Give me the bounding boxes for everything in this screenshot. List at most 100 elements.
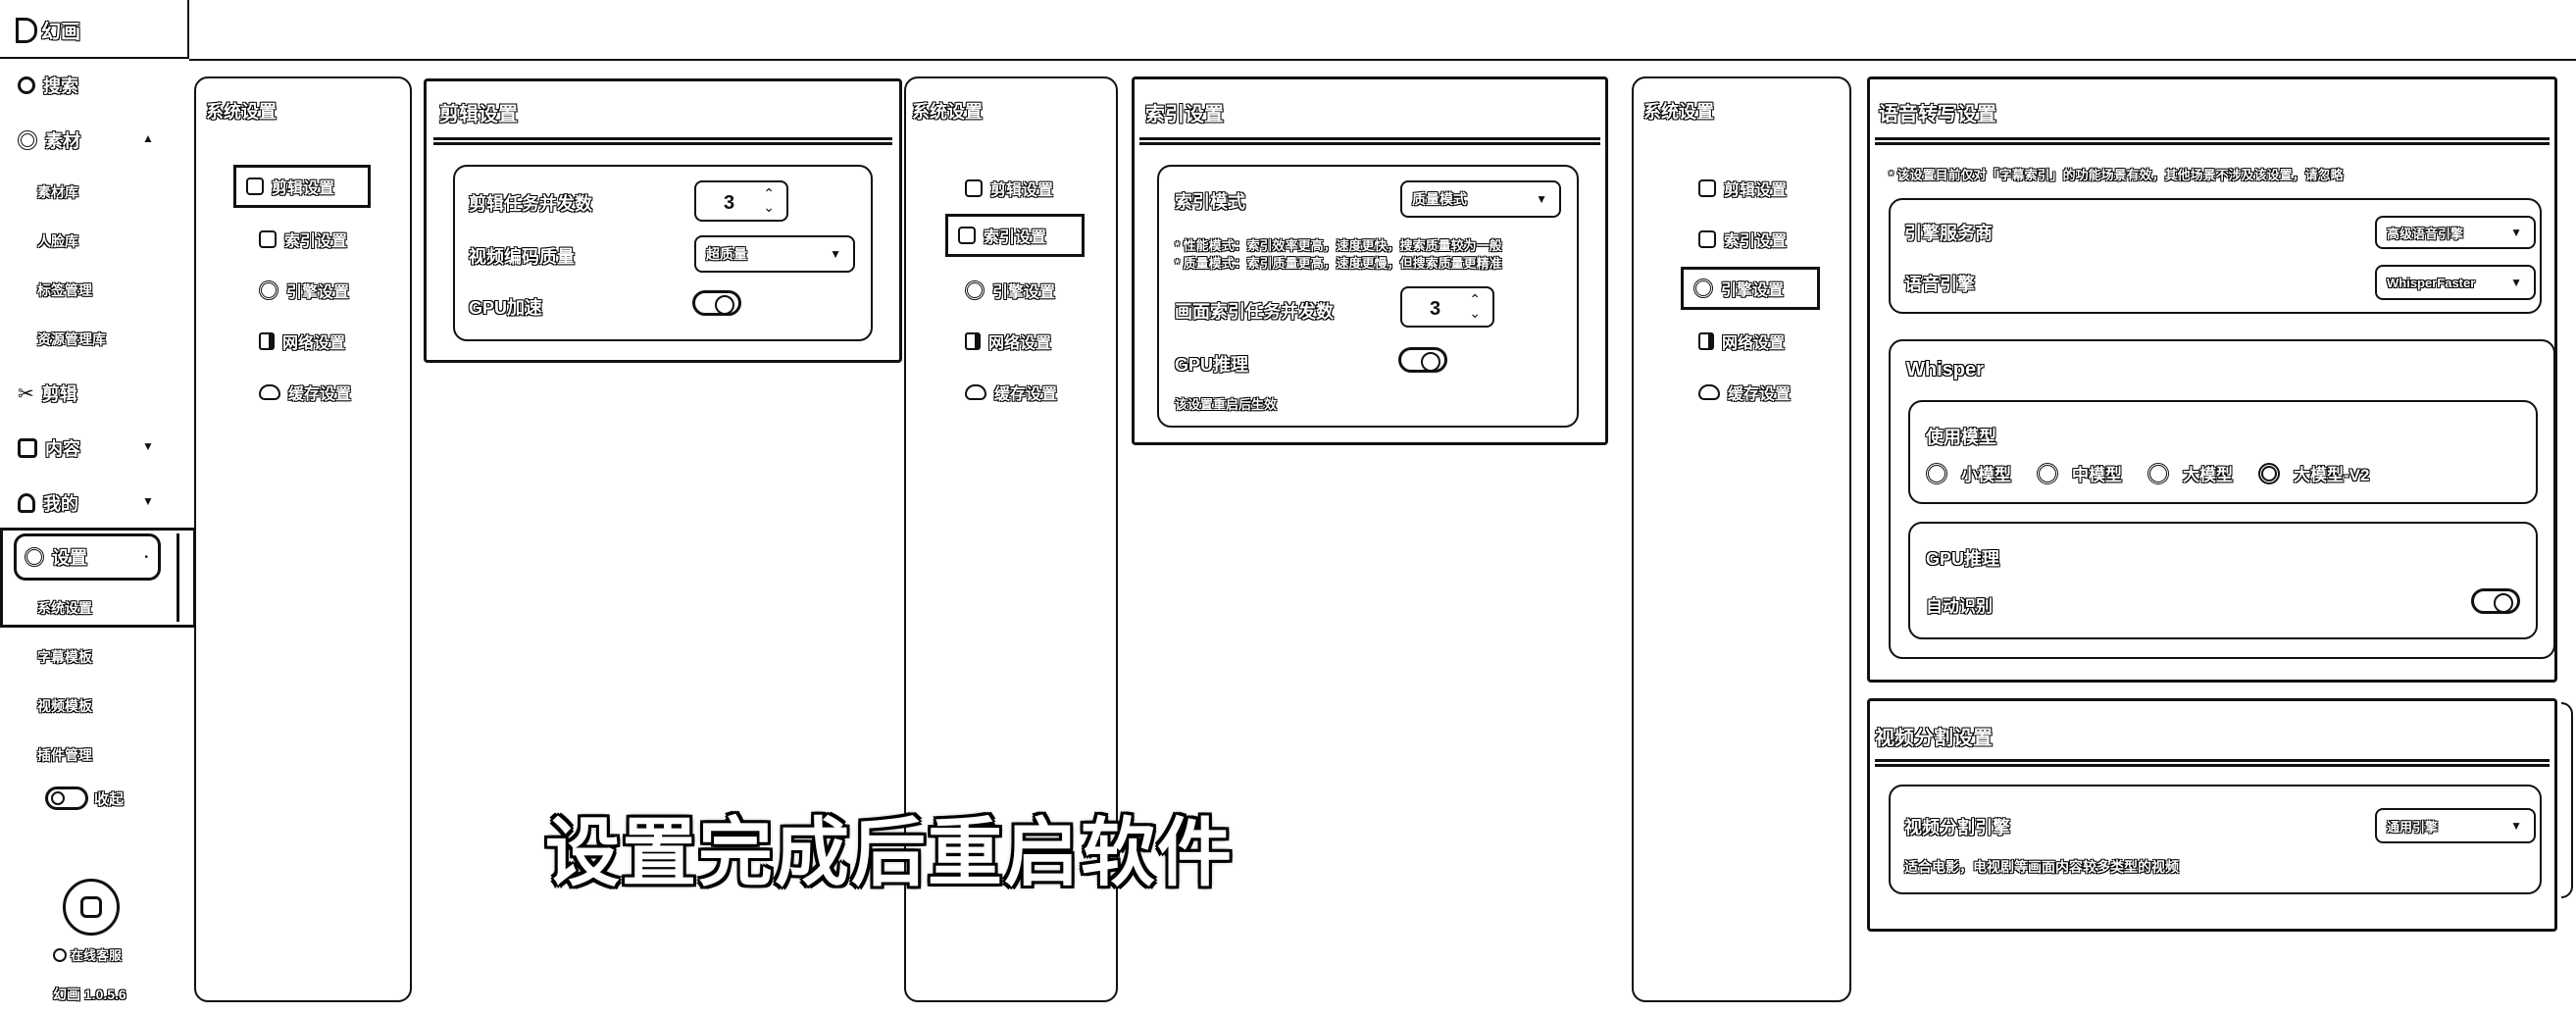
nav-cache-settings[interactable]: 缓存设置 — [249, 371, 361, 414]
whisper-auto-label: 自动识别 — [1926, 597, 1993, 616]
whisper-gpu-title: GPU推理 — [1926, 549, 2000, 569]
nav-engine-settings[interactable]: 引擎设置 — [955, 269, 1065, 312]
cloud-icon — [259, 384, 280, 400]
edit-gpu-toggle[interactable] — [692, 290, 741, 316]
logo-icon — [16, 17, 37, 43]
chevron-down-icon: ▼ — [1536, 192, 1547, 206]
up-down-icon[interactable]: ⌃⌄ — [1469, 291, 1481, 321]
nav-edit-settings[interactable]: 剪辑设置 — [955, 167, 1063, 210]
sidebar-sub-face-lib[interactable]: 人脸库 — [37, 233, 78, 249]
speech-engine-label: 语音引擎 — [1904, 275, 1975, 294]
index-note-quality: * 质量模式：索引质量更高，速度更慢，但搜索质量更精准 — [1175, 256, 1502, 271]
nav-network-settings[interactable]: 网络设置 — [1689, 320, 1794, 363]
sidebar-sub-video-template[interactable]: 视频模板 — [37, 698, 92, 714]
model-label: 使用模型 — [1926, 428, 1996, 447]
radio-medium-model[interactable] — [2037, 462, 2058, 484]
chevron-down-icon: ▼ — [2510, 819, 2522, 833]
sidebar-sub-plugin-manage[interactable]: 插件管理 — [37, 747, 92, 763]
speech-engine-select[interactable]: WhisperFaster ▼ — [2375, 265, 2536, 300]
speech-settings-title: 语音转写设置 — [1879, 104, 1996, 126]
chevron-up-icon[interactable]: ▲ — [142, 131, 154, 145]
index-icon — [1698, 230, 1716, 248]
radio-large-model[interactable] — [2147, 462, 2169, 484]
radio-large-v2-model[interactable] — [2258, 462, 2280, 484]
gear-icon — [25, 547, 44, 567]
content-icon — [18, 438, 37, 458]
edit-quality-select[interactable]: 超质量 ▼ — [694, 235, 855, 273]
engine-icon — [1693, 279, 1713, 298]
brand-logo[interactable]: 幻画 — [16, 16, 80, 44]
sidebar-item-settings[interactable]: 设置 • — [14, 533, 161, 581]
nav-index-settings[interactable]: 索引设置 — [249, 218, 357, 261]
sidebar-sub-material-lib[interactable]: 素材库 — [37, 184, 78, 200]
nav-cache-settings[interactable]: 缓存设置 — [955, 371, 1067, 414]
edit-concurrency-stepper[interactable]: 3 ⌃⌄ — [694, 180, 788, 222]
smiley-icon — [80, 896, 102, 918]
nav-index-settings[interactable]: 索引设置 — [1689, 218, 1796, 261]
support-avatar[interactable] — [63, 879, 120, 936]
chevron-down-icon[interactable]: ▼ — [142, 439, 154, 453]
cloud-icon — [965, 384, 986, 400]
sidebar-scrollbar[interactable] — [177, 533, 179, 622]
sidebar-item-content[interactable]: 内容 — [18, 435, 80, 461]
nav-cache-settings[interactable]: 缓存设置 — [1689, 371, 1800, 414]
film-icon — [965, 179, 983, 197]
up-down-icon[interactable]: ⌃⌄ — [763, 185, 775, 215]
radio-small-model[interactable] — [1926, 462, 1947, 484]
video-split-engine-label: 视频分割引擎 — [1904, 818, 2010, 837]
title-divider — [433, 137, 892, 145]
overlay-caption: 设置完成后重启软件 — [545, 812, 1234, 895]
dot-icon: • — [144, 551, 148, 563]
index-icon — [259, 230, 277, 248]
nav-network-settings[interactable]: 网络设置 — [955, 320, 1061, 363]
sidebar-item-material[interactable]: 素材 — [18, 127, 80, 153]
index-concurrency-label: 画面索引任务并发数 — [1175, 302, 1334, 322]
scissors-icon: ✂ — [18, 382, 34, 405]
nav-edit-settings[interactable]: 剪辑设置 — [1689, 167, 1796, 210]
system-nav-title: 系统设置 — [912, 102, 983, 122]
sidebar-item-mine[interactable]: 我的 — [18, 490, 78, 516]
index-gpu-toggle[interactable] — [1398, 347, 1447, 373]
whisper-title: Whisper — [1906, 359, 1984, 380]
user-icon — [18, 493, 35, 513]
sidebar-sub-subtitle-template[interactable]: 字幕模板 — [37, 649, 92, 665]
brand-name: 幻画 — [41, 22, 80, 43]
edit-gpu-label: GPU加速 — [469, 298, 543, 318]
sidebar-sub-tag-manage[interactable]: 标签管理 — [37, 282, 92, 298]
chevron-down-icon: ▼ — [830, 247, 841, 261]
collapse-control[interactable]: 收起 — [45, 786, 124, 810]
edit-concurrency-label: 剪辑任务并发数 — [469, 194, 592, 214]
system-nav-panel-3 — [1632, 76, 1851, 1002]
nav-network-settings[interactable]: 网络设置 — [249, 320, 355, 363]
film-icon — [1698, 179, 1716, 197]
nav-engine-settings[interactable]: 引擎设置 — [249, 269, 359, 312]
system-nav-title: 系统设置 — [1643, 102, 1714, 122]
chevron-down-icon: ▼ — [2510, 276, 2522, 289]
model-select-card — [1908, 400, 2538, 504]
index-note-performance: * 性能模式：索引效率更高，速度更快，搜索质量较为一般 — [1175, 238, 1502, 253]
material-icon — [18, 130, 37, 150]
chevron-down-icon[interactable]: ▼ — [142, 494, 154, 508]
index-mode-select[interactable]: 质量模式 ▼ — [1400, 180, 1561, 218]
nav-edit-settings[interactable]: 剪辑设置 — [233, 165, 371, 208]
whisper-gpu-toggle[interactable] — [2471, 588, 2520, 614]
sidebar-sub-system-settings[interactable]: 系统设置 — [37, 600, 92, 616]
sidebar-sub-resource-lib[interactable]: 资源管理库 — [37, 331, 106, 347]
search-icon — [18, 76, 35, 94]
engine-icon — [259, 280, 278, 300]
whisper-gpu-card — [1908, 522, 2538, 639]
video-split-engine-select[interactable]: 通用引擎 ▼ — [2375, 808, 2536, 843]
toggle-icon — [45, 786, 88, 810]
index-concurrency-stepper[interactable]: 3 ⌃⌄ — [1400, 286, 1494, 328]
index-gpu-label: GPU推理 — [1175, 355, 1249, 375]
nav-engine-settings[interactable]: 引擎设置 — [1681, 267, 1820, 310]
sidebar-item-edit[interactable]: ✂ 剪辑 — [18, 382, 77, 405]
sidebar-item-search[interactable]: 搜索 — [18, 73, 78, 98]
brand-box — [0, 0, 189, 59]
system-nav-title: 系统设置 — [206, 102, 277, 122]
index-restart-note: 该设置重启后生效 — [1175, 397, 1278, 412]
support-link[interactable]: 在线客服 — [53, 945, 122, 964]
nav-index-settings[interactable]: 索引设置 — [945, 214, 1085, 257]
speech-provider-select[interactable]: 高级语音引擎 ▼ — [2375, 216, 2536, 249]
film-icon — [246, 177, 264, 195]
